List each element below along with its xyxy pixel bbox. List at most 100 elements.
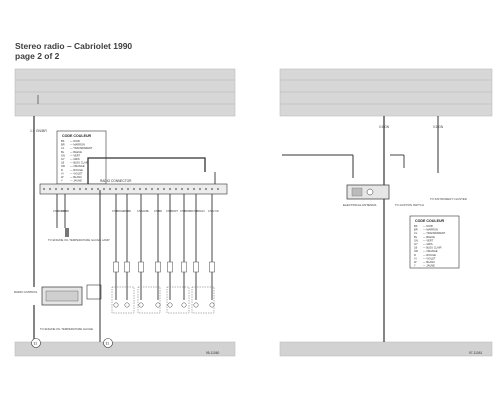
connector-pin	[205, 188, 207, 190]
legend-code: CL	[414, 231, 418, 235]
label-instrument-cluster: TO INSTRUMENT CLUSTER	[430, 197, 467, 201]
legend-colour-name: — BLEUE	[423, 235, 435, 239]
connector-pin	[193, 188, 195, 190]
legend-colour-name: — MARRON	[70, 143, 85, 147]
speaker-symbol	[124, 302, 130, 308]
speaker-symbol	[138, 302, 144, 308]
wire-size-label: 0.5 BR/GN	[112, 209, 125, 213]
connector-pin	[79, 188, 81, 190]
legend-colour-name: — TRANSPARENT	[70, 146, 93, 150]
speaker-connector	[209, 261, 215, 273]
legend-code: OR	[414, 249, 418, 253]
legend-code: GY	[61, 157, 65, 161]
speaker-connector	[124, 261, 130, 273]
diagram-title: Stereo radio – Cabriolet 1990	[15, 41, 133, 51]
wire-top-label: 1.5 GN/BR	[30, 129, 47, 133]
radio-connector-label: RADIO CONNECTOR	[100, 179, 132, 183]
label-engine-temp-lamp: TO ENGINE OIL TEMPERATURE GAUGE LAMP	[48, 238, 110, 242]
connector-pin	[217, 188, 219, 190]
wire-size-label: 0.5 BR/GN	[53, 209, 66, 213]
speaker-connector	[138, 261, 144, 273]
speaker-symbol	[181, 302, 187, 308]
legend-colour-name: — GRIS	[423, 242, 433, 246]
legend-colour-name: — NOIR	[423, 224, 433, 228]
label-radio-control: RADIO CONTROL	[14, 290, 38, 294]
connector-pin	[85, 188, 87, 190]
legend-colour-name: — ORANGE	[423, 249, 438, 253]
legend-colour-name: — VIOLET	[423, 256, 436, 260]
legend-code: GN	[414, 238, 418, 242]
wire-size-label: 0.5 BR	[154, 209, 162, 213]
legend-colour-name: — BLEU CLAIR	[423, 246, 442, 250]
engine-oil-temp-lamp: TO ENGINE OIL TEMPERATURE GAUGE LAMP	[48, 228, 110, 242]
ground-marker-b	[103, 338, 113, 348]
speaker-box	[137, 286, 161, 314]
connector-pin	[133, 188, 135, 190]
legend-code: BK	[414, 224, 418, 228]
ground-ref-b: 31	[106, 342, 110, 346]
speaker-connector	[193, 261, 199, 273]
speaker-box	[166, 286, 190, 314]
legend-code: GY	[414, 242, 418, 246]
legend-code: Y	[414, 264, 416, 268]
legend-colour-name: — VERT	[70, 153, 81, 157]
legend-colour-name: — BLANC	[423, 260, 435, 264]
legend-code: LB	[414, 246, 417, 250]
connector-pin	[73, 188, 75, 190]
legend-colour-name: — TRANSPARENT	[423, 231, 446, 235]
legend-colour-name: — VIOLET	[70, 171, 83, 175]
connector-pin	[109, 188, 111, 190]
connector-pin	[151, 188, 153, 190]
legend-colour-name: — ORANGE	[70, 164, 85, 168]
wire-top-a: 0.5 GN	[379, 125, 390, 129]
legend-colour-name: — VERT	[423, 238, 434, 242]
legend-code: Y	[61, 179, 63, 183]
connector-pin	[181, 188, 183, 190]
label-engine-temp-gauge: TO ENGINE OIL TEMPERATURE GAUGE	[40, 327, 93, 331]
wire-size-label: 0.5 GY/R	[208, 209, 219, 213]
legend-colour-name: — BLEUE	[70, 150, 82, 154]
legend-code: GN	[61, 153, 65, 157]
legend-code: OR	[61, 164, 65, 168]
speaker-connector	[113, 261, 119, 273]
legend-colour-name: — NOIR	[70, 139, 80, 143]
connector-pin	[187, 188, 189, 190]
connector-pin	[97, 188, 99, 190]
legend-code: R	[61, 168, 63, 172]
connector-pin	[61, 188, 63, 190]
legend-colour-name: — JAUNE	[70, 179, 82, 183]
speaker-connector	[181, 261, 187, 273]
connector-pin	[103, 188, 105, 190]
speaker-connector	[155, 261, 161, 273]
speaker-symbol	[167, 302, 173, 308]
left-page-code: 95-11060	[206, 351, 219, 355]
connector-pin	[91, 188, 93, 190]
right-diagram-page: 0.5 GN 0.5 GN ELECTRICAL ANTENNA TO IGNI…	[279, 68, 493, 357]
connector-pin	[163, 188, 165, 190]
connector-pin	[175, 188, 177, 190]
wire-size-label: 0.5 BR/BR	[180, 209, 192, 213]
wire-size-label: 0.5 BR	[61, 209, 69, 213]
legend-code: CL	[61, 146, 65, 150]
ground-ref-a: 31	[34, 342, 38, 346]
connector-pin	[49, 188, 51, 190]
legend-title-right: CODE COULEUR	[415, 219, 445, 223]
radio-connector: RADIO CONNECTOR	[39, 179, 228, 195]
connector-pin	[169, 188, 171, 190]
ground-marker-a	[31, 338, 41, 348]
legend-colour-name: — BLANC	[70, 175, 82, 179]
legend-code: W	[61, 175, 64, 179]
legend-code: BL	[414, 235, 418, 239]
page-title-block: Stereo radio – Cabriolet 1990 page 2 of …	[15, 41, 132, 61]
speaker-symbol	[193, 302, 199, 308]
connector-pin	[43, 188, 45, 190]
connector-pin	[115, 188, 117, 190]
connector-pin	[145, 188, 147, 190]
speaker-symbol	[209, 302, 215, 308]
legend-title: CODE COULEUR	[62, 134, 92, 138]
